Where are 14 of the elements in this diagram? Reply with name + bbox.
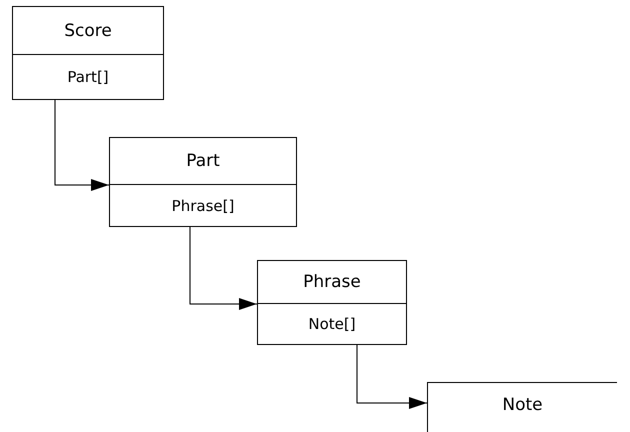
class-field: Part[] — [67, 68, 109, 86]
class-box — [109, 137, 297, 227]
class-name: Phrase — [303, 272, 361, 292]
arrow — [190, 226, 258, 310]
class-name: Part — [186, 151, 220, 171]
class-box — [12, 6, 164, 100]
class-box — [257, 260, 407, 345]
class-field: Note[] — [308, 315, 356, 333]
class-name: Score — [64, 20, 112, 40]
arrow — [356, 344, 428, 409]
arrow — [54, 100, 110, 191]
class-name: Note — [502, 394, 543, 414]
class-box — [427, 382, 617, 432]
class-field: Phrase[] — [172, 196, 234, 214]
